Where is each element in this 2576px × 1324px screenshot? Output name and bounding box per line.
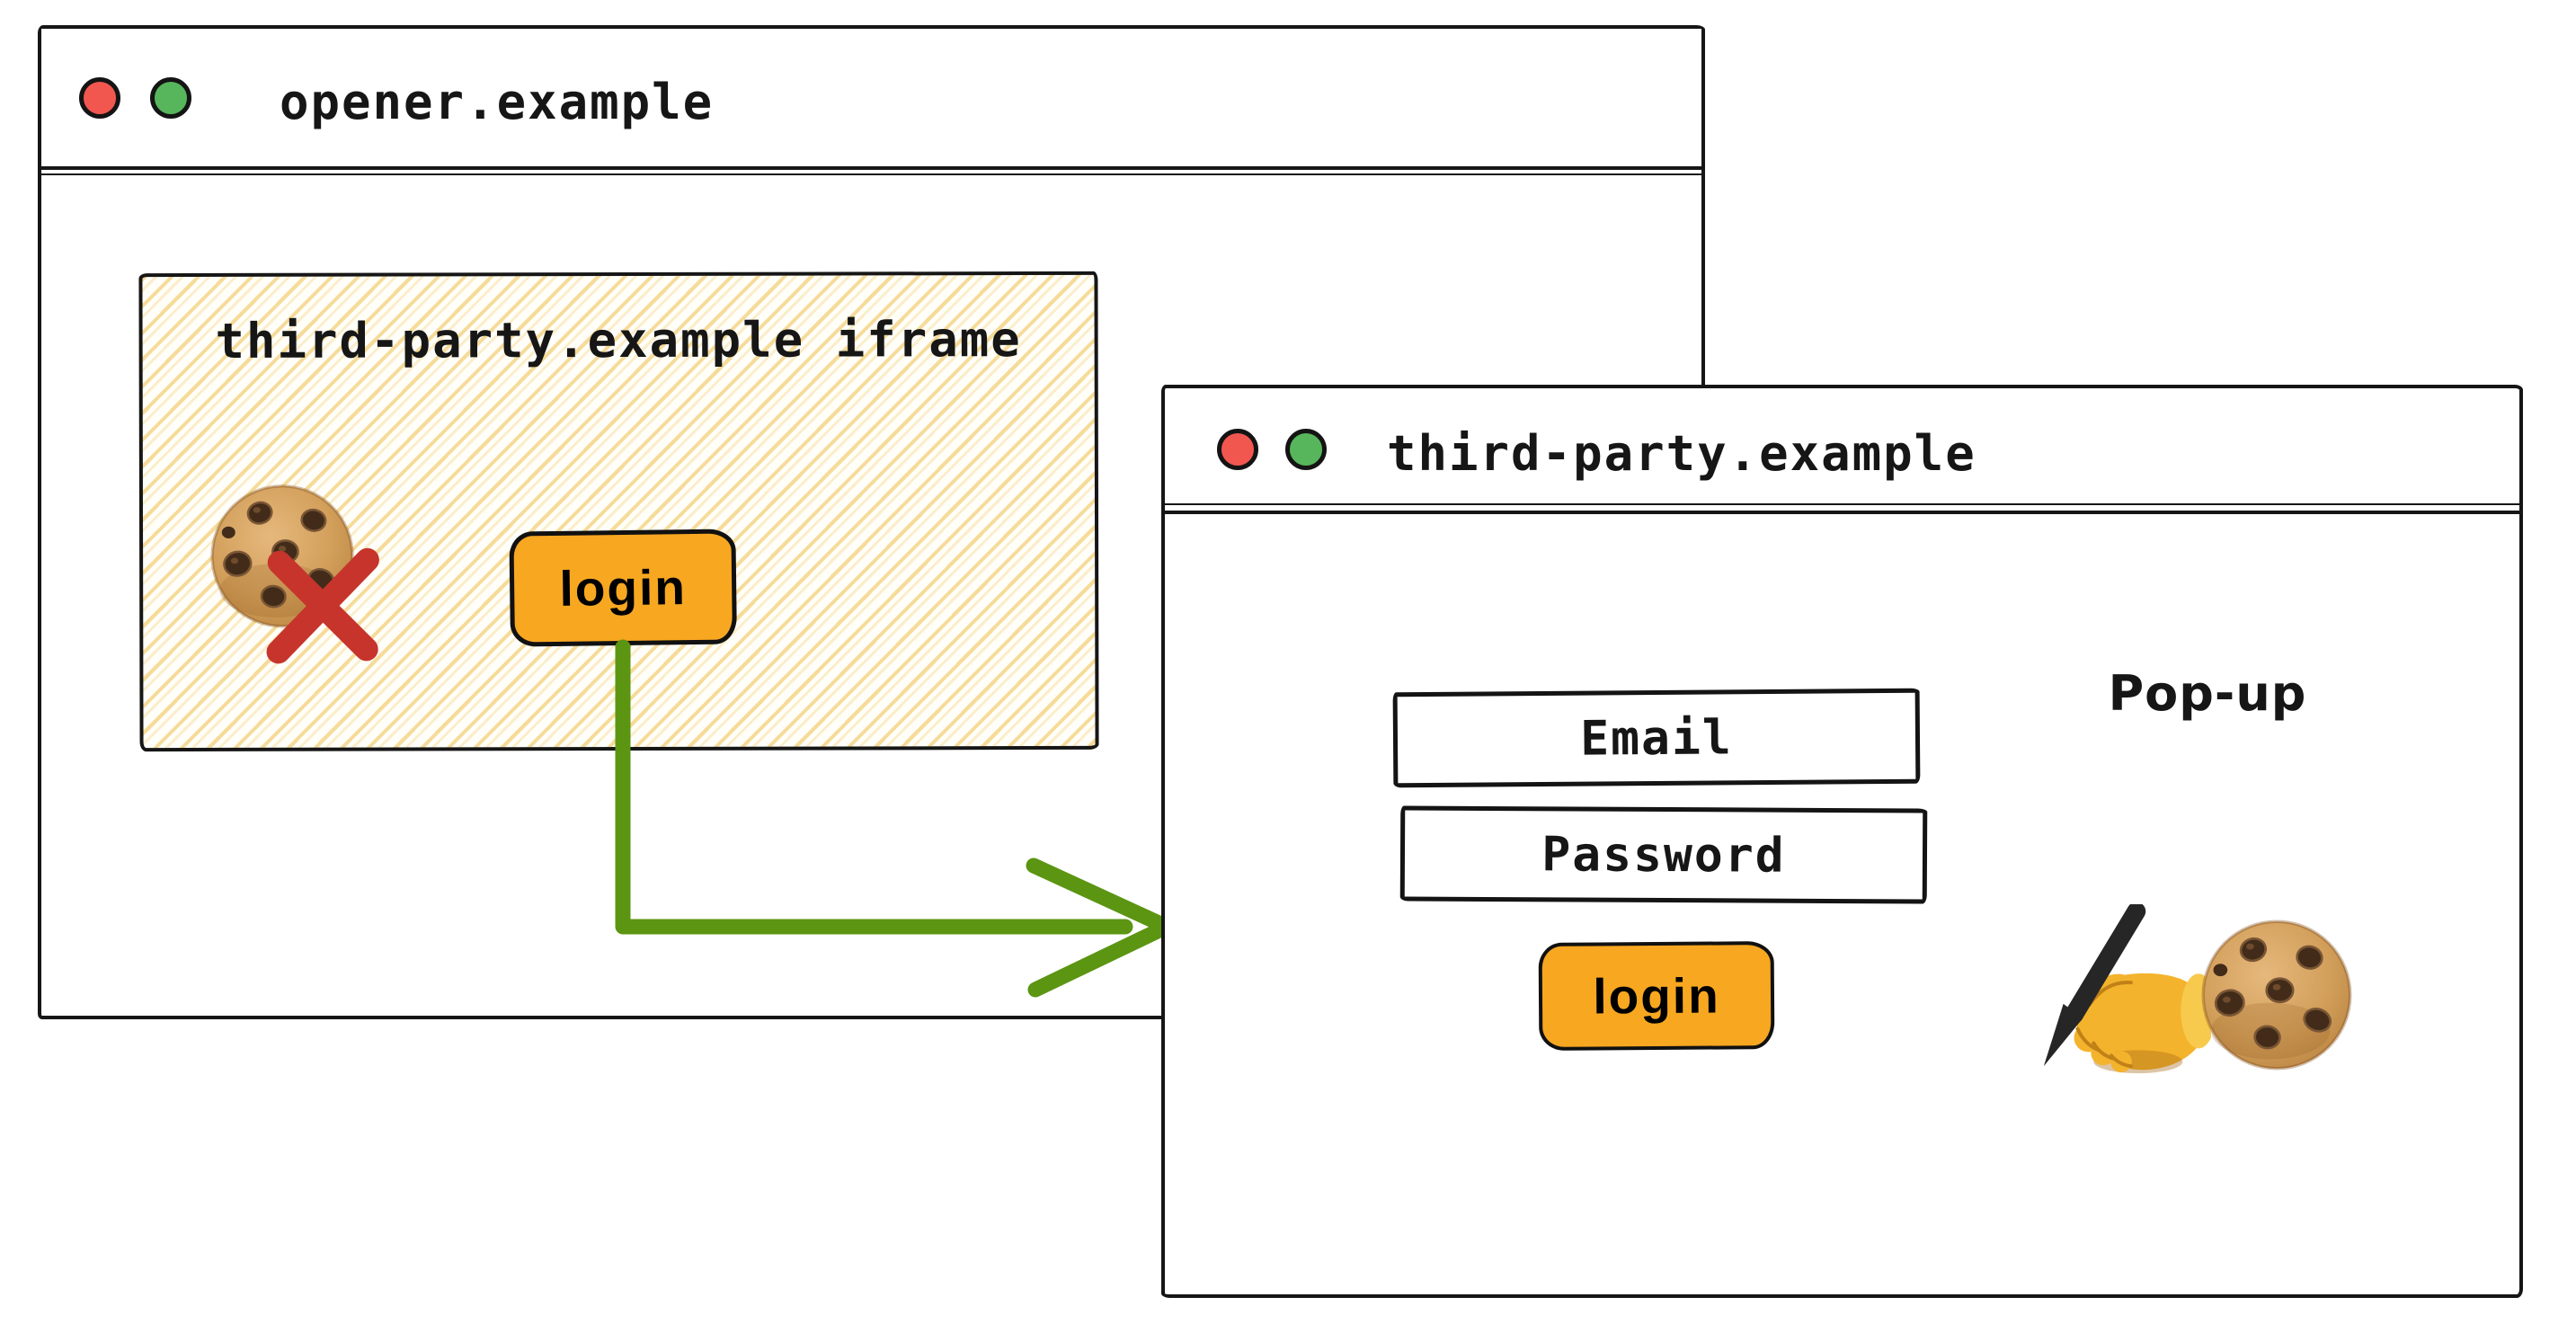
password-input[interactable]: Password (1399, 805, 1928, 904)
writing-hand-icon (2030, 904, 2211, 1082)
third-party-iframe: third-party.example iframe login (138, 271, 1099, 752)
email-input[interactable]: Email (1392, 688, 1921, 788)
close-button-icon[interactable] (79, 76, 120, 119)
close-button-icon[interactable] (1217, 429, 1258, 470)
cookie-icon (2201, 920, 2352, 1071)
iframe-login-button[interactable]: login (509, 529, 737, 647)
popup-window: third-party.example Email Password login… (1161, 385, 2523, 1298)
popup-login-button[interactable]: login (1538, 941, 1775, 1051)
popup-annotation: Pop-up (2108, 665, 2307, 722)
maximize-button-icon[interactable] (1285, 429, 1327, 470)
iframe-label: third-party.example iframe (215, 311, 1022, 369)
popup-titlebar: third-party.example (1161, 388, 2523, 514)
opener-titlebar: opener.example (38, 29, 1705, 175)
popup-window-title: third-party.example (1387, 424, 1976, 482)
opener-window-title: opener.example (280, 74, 715, 130)
maximize-button-icon[interactable] (150, 76, 191, 119)
blocked-cross-icon (266, 547, 379, 664)
